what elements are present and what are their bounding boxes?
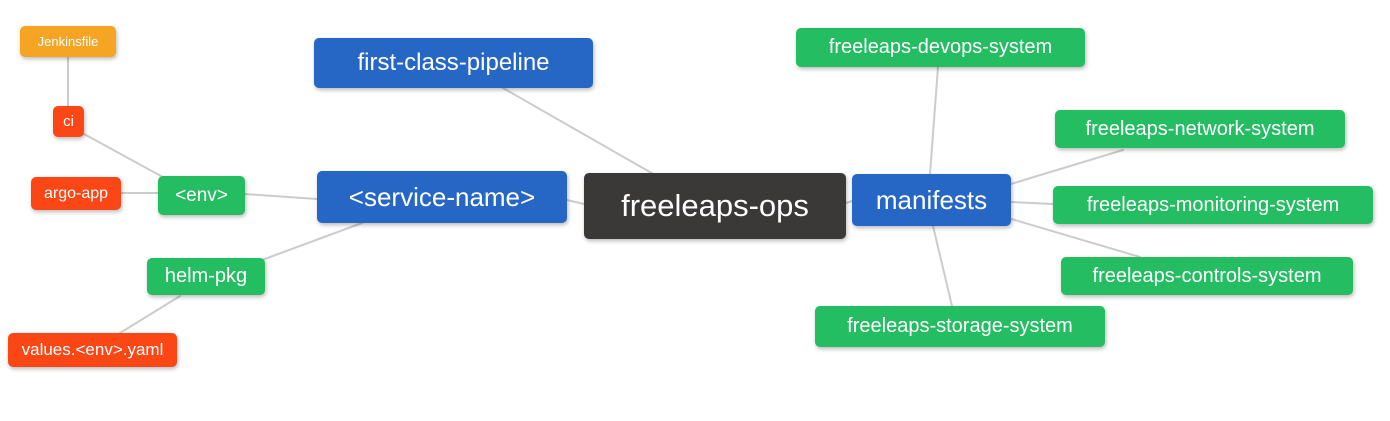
node-service-name[interactable]: <service-name> — [317, 171, 567, 223]
edge-manifests-devops — [929, 66, 939, 175]
node-values-env-yaml[interactable]: values.<env>.yaml — [8, 333, 177, 367]
node-env[interactable]: <env> — [158, 176, 245, 215]
edge-manifests-network — [1010, 149, 1124, 185]
node-freeleaps-controls-system[interactable]: freeleaps-controls-system — [1061, 257, 1353, 295]
edge-helmpkg-servicename — [261, 222, 363, 261]
edge-env-servicename — [244, 193, 318, 200]
edge-servicename-ops — [566, 199, 585, 205]
node-freeleaps-devops-system[interactable]: freeleaps-devops-system — [796, 28, 1085, 67]
node-freeleaps-storage-system[interactable]: freeleaps-storage-system — [815, 306, 1105, 347]
edge-manifests-monitoring — [1010, 201, 1054, 205]
node-freeleaps-network-system[interactable]: freeleaps-network-system — [1055, 110, 1345, 148]
node-freeleaps-monitoring-system[interactable]: freeleaps-monitoring-system — [1053, 186, 1373, 224]
edge-ci-env — [83, 133, 173, 183]
node-argo-app[interactable]: argo-app — [31, 177, 121, 210]
node-ci[interactable]: ci — [53, 106, 84, 137]
node-jenkinsfile[interactable]: Jenkinsfile — [20, 26, 116, 57]
edge-firstclass-ops — [502, 87, 656, 176]
node-first-class-pipeline[interactable]: first-class-pipeline — [314, 38, 593, 88]
edge-manifests-controls — [1007, 217, 1141, 258]
node-freeleaps-ops[interactable]: freeleaps-ops — [584, 173, 846, 239]
edge-ops-manifests — [845, 200, 853, 204]
node-helm-pkg[interactable]: helm-pkg — [147, 258, 265, 295]
node-manifests[interactable]: manifests — [852, 174, 1011, 226]
edge-valuesyaml-helmpkg — [119, 295, 181, 334]
edge-manifests-storage — [932, 225, 953, 307]
